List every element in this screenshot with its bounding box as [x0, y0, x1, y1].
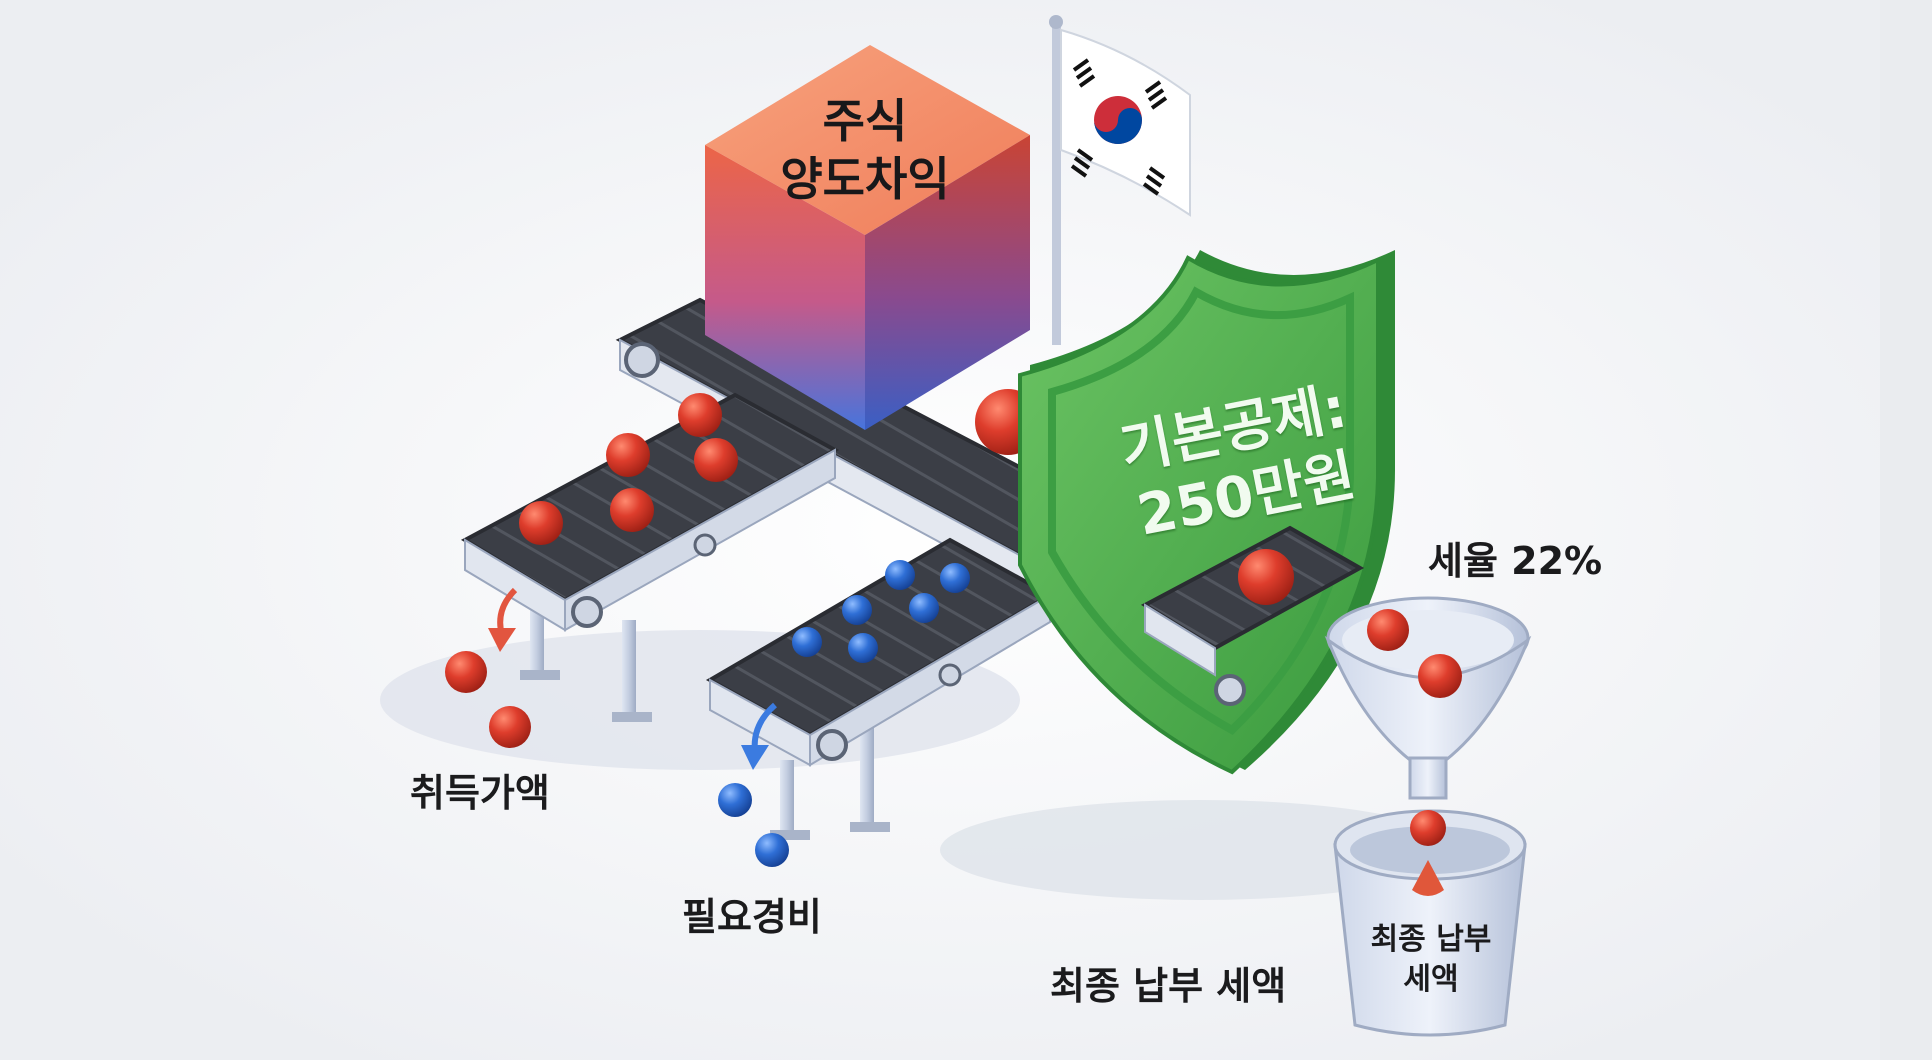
bucket-label: 최종 납부 세액: [1336, 920, 1526, 1000]
acquisition-cost-label: 취득가액: [410, 762, 550, 817]
bucket-label-line-1: 최종 납부: [1336, 920, 1526, 960]
cube-label: 주식 양도차익: [700, 92, 1030, 208]
cube-label-line-2: 양도차익: [700, 150, 1030, 208]
necessary-expenses-label: 필요경비: [682, 886, 822, 941]
cube-label-line-1: 주식: [700, 92, 1030, 150]
bucket-label-line-2: 세액: [1336, 960, 1526, 1000]
final-tax-label: 최종 납부 세액: [1050, 955, 1286, 1010]
tax-rate-label: 세율 22%: [1428, 530, 1602, 585]
